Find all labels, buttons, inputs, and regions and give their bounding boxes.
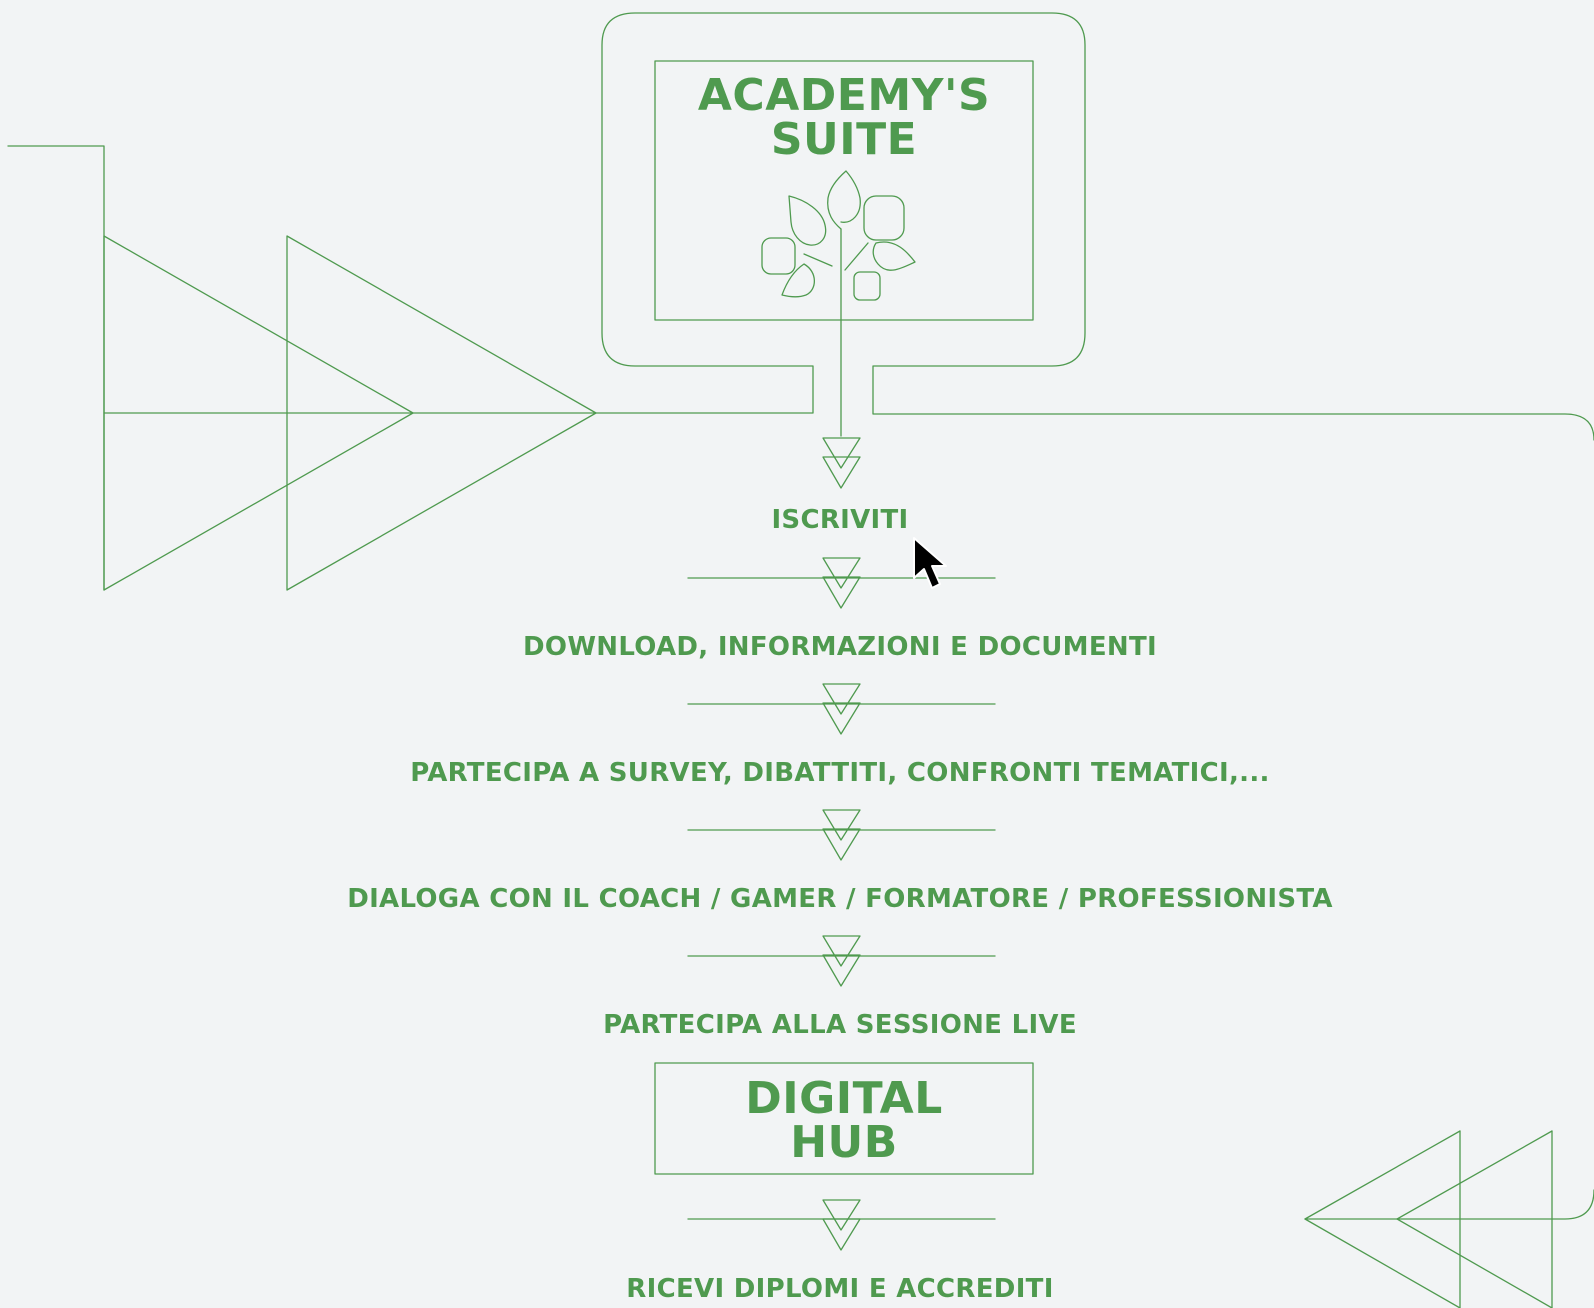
arrow-connector-0	[822, 437, 861, 489]
step-sessione-live[interactable]: PARTECIPA ALLA SESSIONE LIVE	[0, 1010, 1594, 1040]
arrow-connector-1	[687, 557, 996, 609]
hub-title[interactable]: DIGITAL HUB	[655, 1077, 1033, 1165]
step-diplomi-label: RICEVI DIPLOMI E ACCREDITI	[626, 1274, 1054, 1304]
arrow-connector-4	[687, 935, 996, 987]
hub-title-line1: DIGITAL	[745, 1073, 943, 1124]
step-iscriviti[interactable]: ISCRIVITI	[0, 505, 1594, 535]
step-survey[interactable]: PARTECIPA A SURVEY, DIBATTITI, CONFRONTI…	[0, 758, 1594, 788]
step-download-label: DOWNLOAD, INFORMAZIONI E DOCUMENTI	[523, 632, 1157, 662]
left-triangle-1	[103, 235, 414, 591]
suite-title-line2: SUITE	[770, 114, 918, 165]
right-triangle-1	[1304, 1130, 1461, 1308]
suite-title: ACADEMY'S SUITE	[655, 74, 1033, 162]
suite-box	[654, 60, 1034, 321]
suite-title-line1: ACADEMY'S	[697, 70, 991, 121]
mouse-cursor-icon	[913, 537, 947, 589]
hub-box	[654, 1062, 1034, 1175]
step-sessione-live-label: PARTECIPA ALLA SESSIONE LIVE	[603, 1010, 1077, 1040]
arrow-connector-5	[687, 1199, 996, 1251]
left-triangle-2	[286, 235, 597, 591]
step-diplomi[interactable]: RICEVI DIPLOMI E ACCREDITI	[0, 1274, 1594, 1304]
left-horizontal-line	[103, 12, 1594, 441]
hub-title-line2: HUB	[790, 1117, 898, 1168]
step-iscriviti-label: ISCRIVITI	[771, 505, 909, 535]
arrow-connector-2	[687, 683, 996, 735]
arrow-connector-3	[687, 809, 996, 861]
step-dialoga[interactable]: DIALOGA CON IL COACH / GAMER / FORMATORE…	[0, 884, 1594, 914]
step-download[interactable]: DOWNLOAD, INFORMAZIONI E DOCUMENTI	[0, 632, 1594, 662]
tree-of-leaves-icon	[761, 170, 916, 437]
step-dialoga-label: DIALOGA CON IL COACH / GAMER / FORMATORE…	[347, 884, 1333, 914]
right-triangle-2	[1396, 1130, 1553, 1308]
step-survey-label: PARTECIPA A SURVEY, DIBATTITI, CONFRONTI…	[410, 758, 1270, 788]
